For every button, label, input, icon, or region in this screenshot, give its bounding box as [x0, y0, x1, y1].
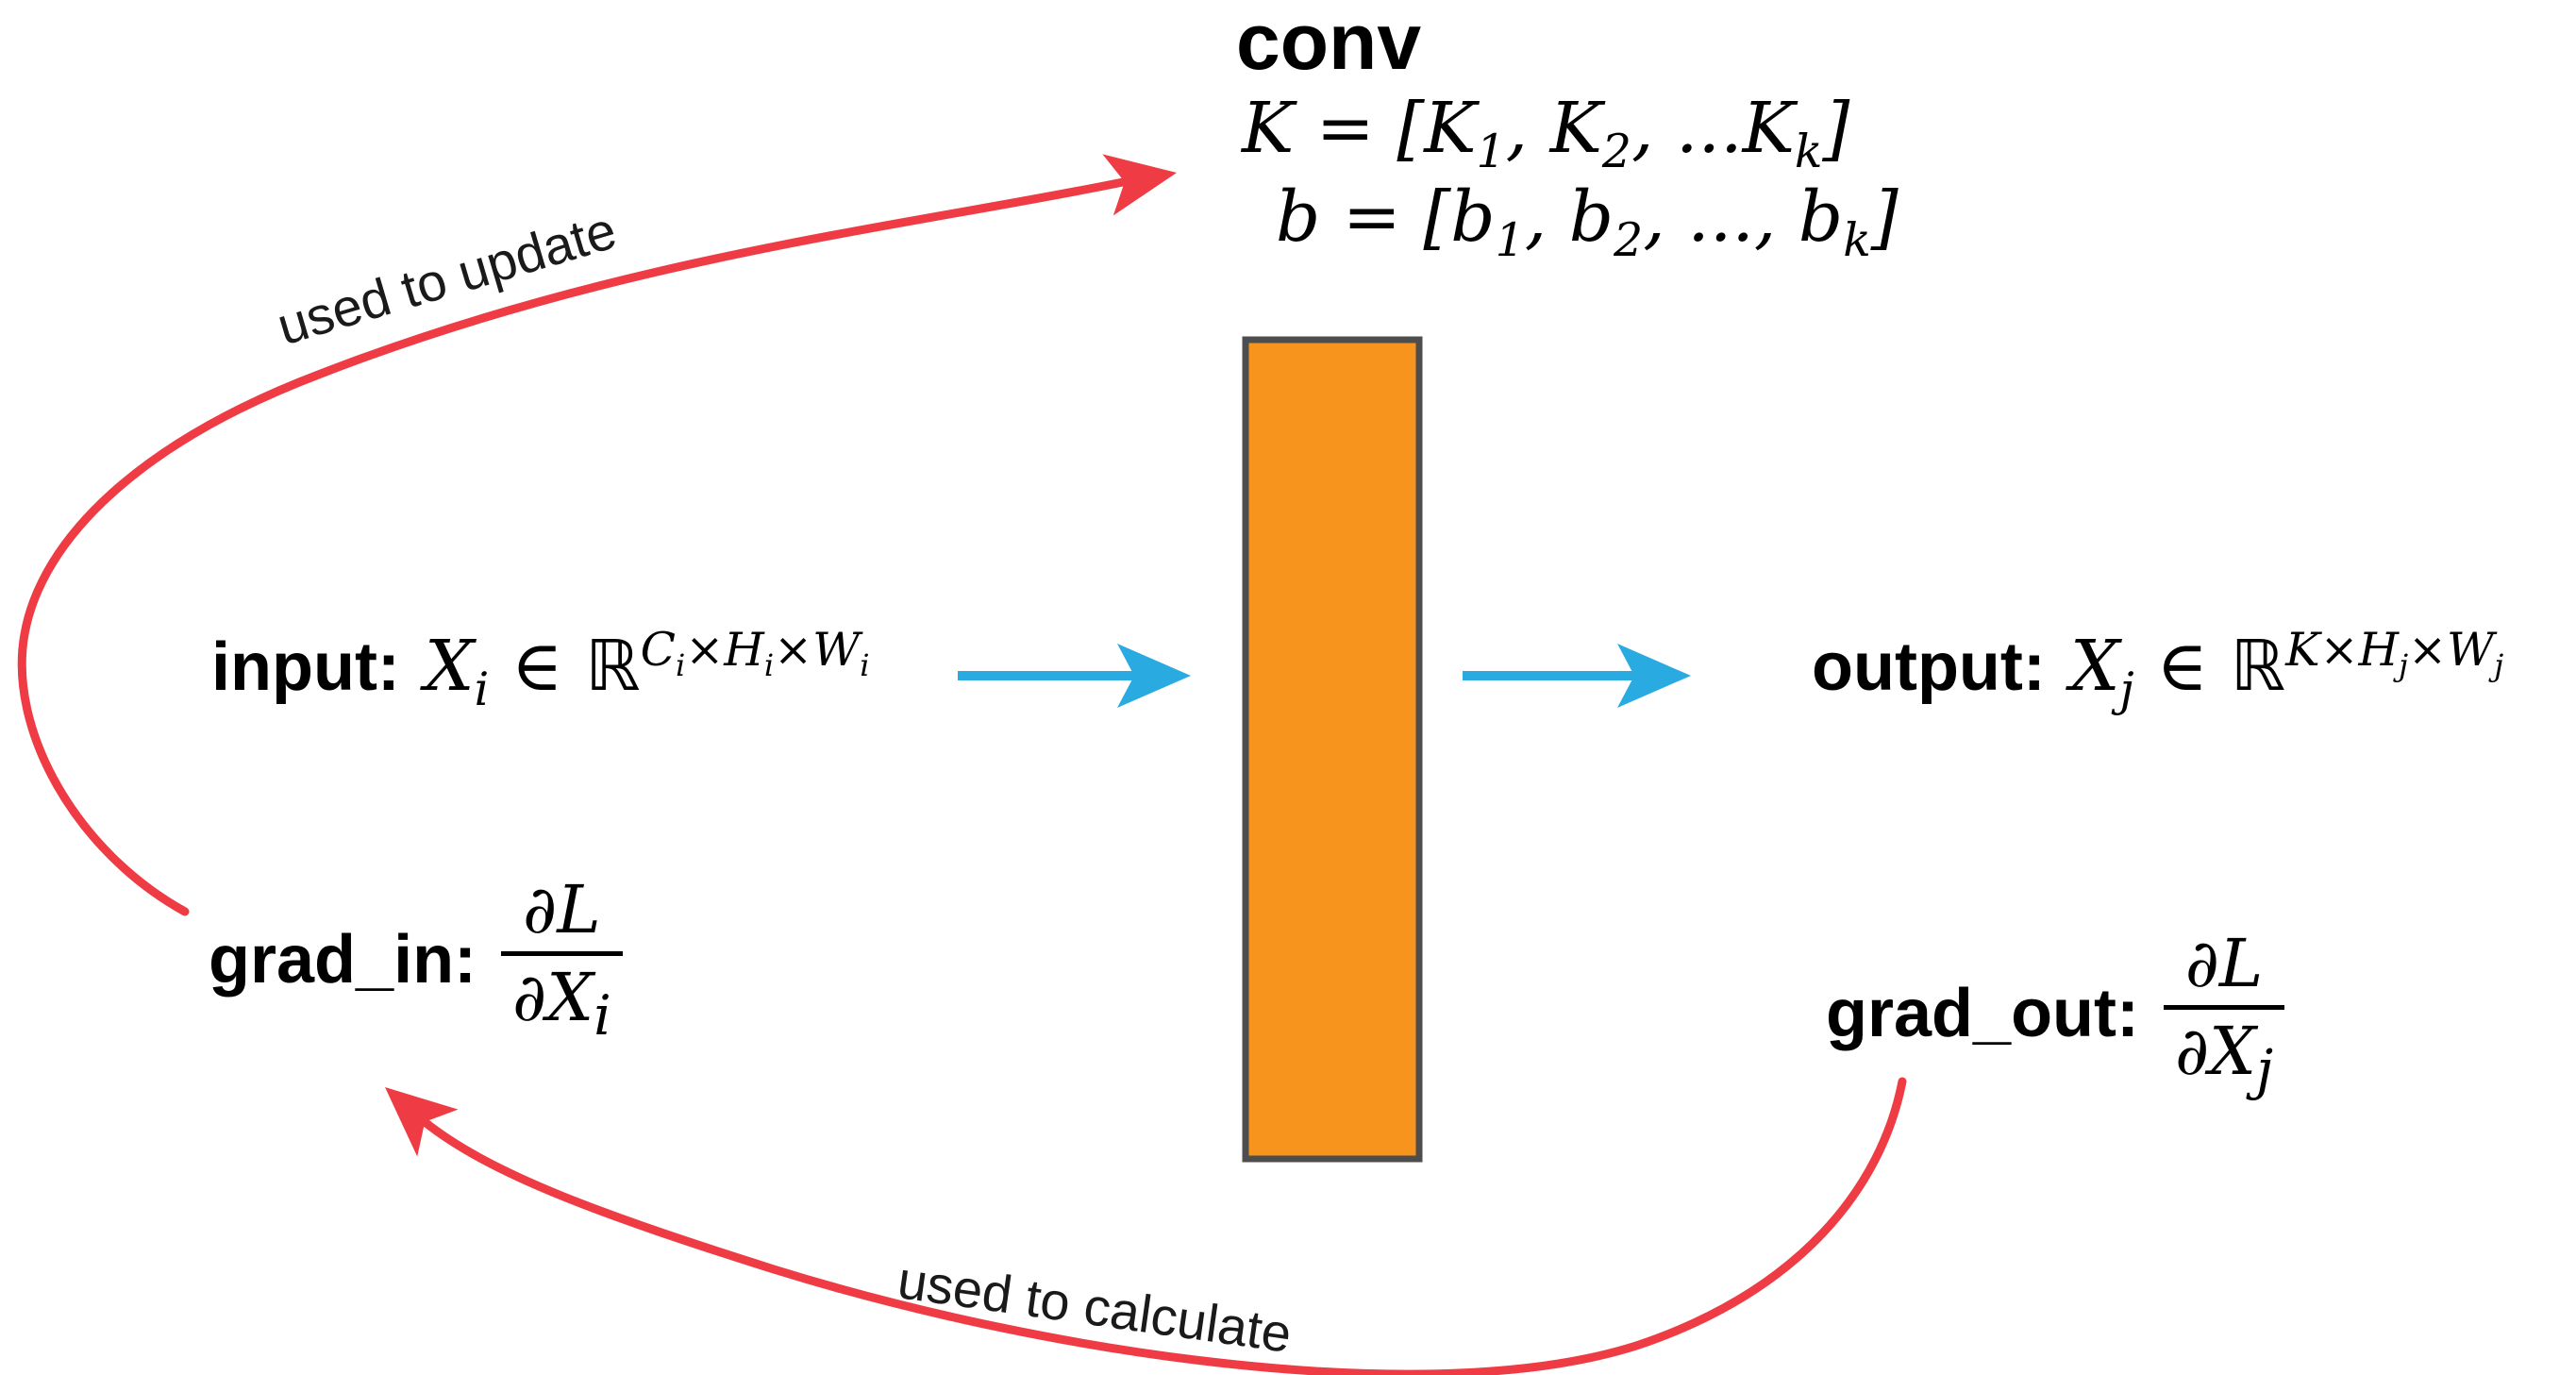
output-label: output:	[1812, 629, 2046, 705]
calculate-arrow	[385, 1077, 1907, 1375]
grad-out-line: grad_out: ∂L ∂Xj	[1826, 925, 2285, 1098]
kernel-equation: K = [K1, K2, ...Kk]	[1242, 88, 1850, 178]
output-arrow	[1463, 644, 1691, 708]
input-line: input: Xi ∈ ℝCi×Hi×Wi	[211, 623, 870, 716]
grad-in-numerator: ∂L	[523, 871, 601, 948]
output-arrowhead-icon	[1617, 644, 1691, 708]
input-math: Xi ∈ ℝCi×Hi×Wi	[424, 623, 870, 716]
conv-label: conv	[1236, 0, 1422, 86]
bias-equation: b = [b1, b2, ..., bk]	[1276, 176, 1899, 267]
grad-out-denominator: ∂Xj	[2163, 1004, 2285, 1098]
conv-layer-box	[1242, 336, 1423, 1163]
grad-out-numerator: ∂L	[2184, 925, 2264, 1002]
input-arrowhead-icon	[1117, 644, 1191, 708]
update-arrowhead-icon	[1102, 154, 1177, 216]
output-math: Xj ∈ ℝK×Hj×Wj	[2069, 623, 2504, 716]
grad-in-label: grad_in:	[209, 922, 477, 998]
grad-in-line: grad_in: ∂L ∂Xi	[209, 871, 623, 1045]
grad-in-denominator: ∂Xi	[501, 950, 623, 1045]
input-label: input:	[211, 629, 400, 705]
calculate-arrowhead-icon	[385, 1087, 459, 1157]
update-arrow	[17, 154, 1177, 916]
grad-out-label: grad_out:	[1826, 976, 2139, 1052]
input-arrow	[958, 644, 1191, 708]
grad-out-fraction: ∂L ∂Xj	[2163, 925, 2285, 1098]
grad-in-fraction: ∂L ∂Xi	[501, 871, 623, 1045]
output-line: output: Xj ∈ ℝK×Hj×Wj	[1812, 623, 2504, 716]
